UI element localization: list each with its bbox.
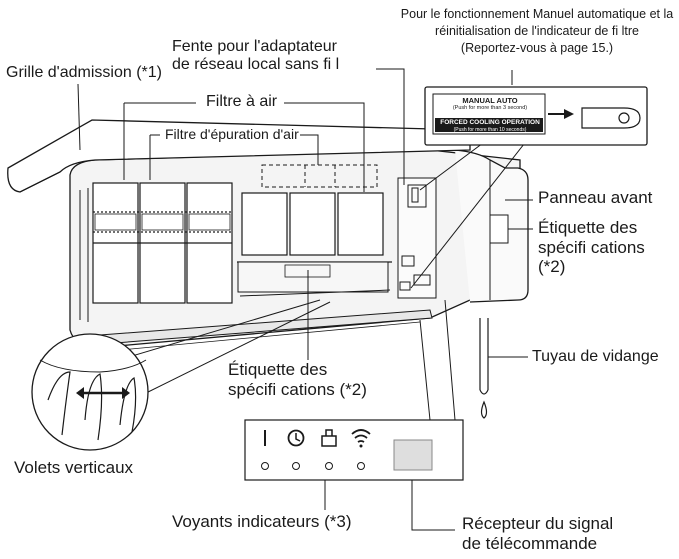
signal-receiver-window — [393, 439, 433, 471]
manual-note-line-2: réinitialisation de l'indicateur de fi l… — [435, 23, 639, 38]
dashed-filter-outline — [261, 164, 378, 188]
body-vents — [79, 188, 89, 322]
card-manual-auto: MANUAL AUTO — [462, 96, 518, 105]
intake-grille — [7, 119, 471, 193]
lower-body — [237, 261, 391, 297]
wlan-slot-label: Fente pour l'adaptateur de réseau local … — [172, 38, 339, 75]
manual-note-line-3: (Reportez-vous à page 15.) — [460, 40, 614, 55]
vertical-louvers-label: Volets verticaux — [14, 458, 134, 477]
indicator-panel — [244, 419, 464, 481]
button-tool-icon — [581, 107, 641, 129]
wlan-slot-line-1: Fente pour l'adaptateur — [172, 38, 337, 55]
spec-label-bottom: Étiquette des spécifi cations (*2) — [228, 360, 367, 399]
drain-pipe — [479, 318, 489, 419]
air-filter-label: Filtre à air — [206, 93, 278, 110]
front-spec-label — [489, 214, 509, 244]
leader-lines — [77, 68, 536, 531]
card-forced-cooling-note: (Push for more than 10 seconds) — [453, 127, 527, 133]
spec-bottom-line-1: Étiquette des — [228, 360, 328, 379]
spec-bottom-line-2: spécifi cations (*2) — [228, 379, 367, 399]
drain-pipe-label: Tuyau de vidange — [532, 348, 659, 365]
wifi-icon — [351, 429, 371, 448]
wlan-slot-line-2: de réseau local sans fi l — [172, 56, 340, 74]
indicator-lamps-label: Voyants indicateurs (*3) — [172, 512, 352, 531]
card-forced-cooling: FORCED COOLING OPERATION — [440, 119, 540, 126]
intake-grille-label: Grille d'admission (*1) — [6, 64, 162, 81]
front-panel-label: Panneau avant — [538, 188, 653, 207]
manual-note-line-1: Pour le fonctionnement Manuel automatiqu… — [400, 7, 674, 21]
manual-note: Pour le fonctionnement Manuel automatiqu… — [392, 6, 679, 57]
spec-right-line-3: (*2) — [538, 257, 566, 277]
spec-right-line-1: Étiquette des — [538, 218, 638, 237]
spec-label-right: Étiquette des spécifi cations (*2) — [538, 218, 645, 277]
card-manual-auto-note: (Push for more than 3 second) — [452, 105, 528, 111]
louver-magnifier — [31, 333, 149, 451]
purification-filter-grid — [92, 182, 233, 304]
timer-icon — [287, 429, 305, 447]
receiver-line-1: Récepteur du signal — [462, 514, 614, 533]
air-filter-panels — [237, 192, 392, 263]
purification-filter-label: Filtre d'épuration d'air — [165, 126, 299, 142]
filter-icon — [321, 429, 337, 447]
button-card-text: MANUAL AUTO (Push for more than 3 second… — [435, 96, 545, 133]
control-box — [397, 177, 437, 299]
signal-receiver-label: Récepteur du signal de télécommande — [462, 514, 613, 553]
spec-right-line-2: spécifi cations — [538, 237, 645, 257]
receiver-line-2: de télécommande — [462, 533, 598, 553]
